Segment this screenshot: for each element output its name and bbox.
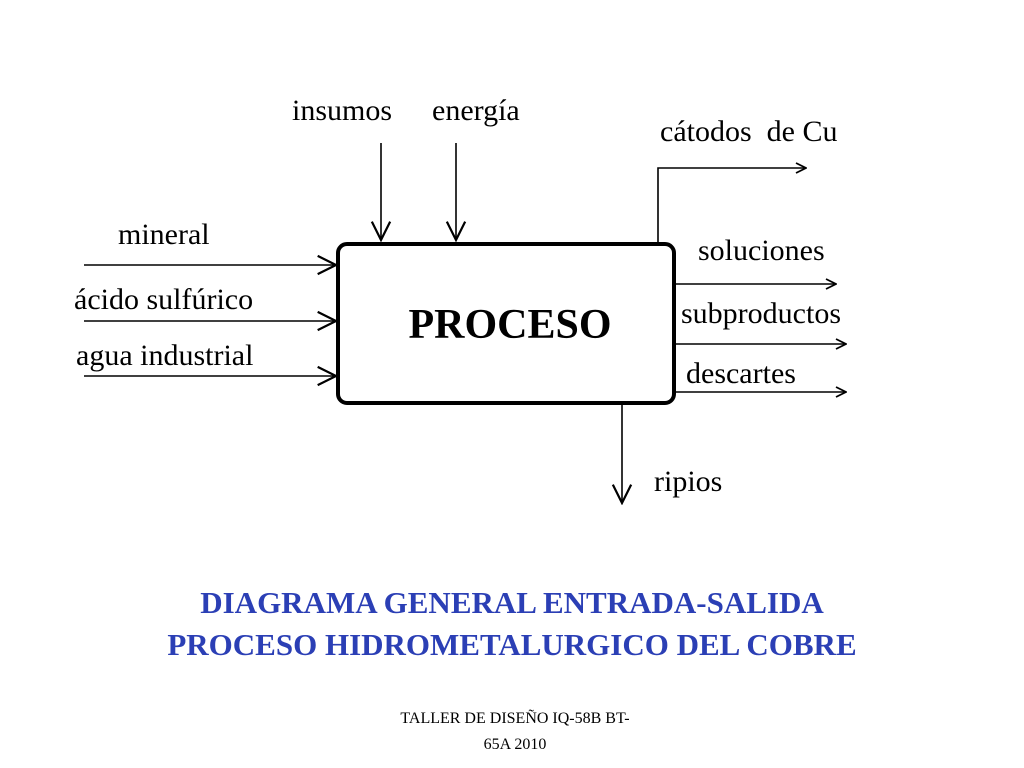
- slide-footer: TALLER DE DISEÑO IQ-58B BT- 65A 2010: [360, 706, 670, 758]
- process-label: PROCESO: [408, 302, 611, 348]
- caption-line-2: PROCESO HIDROMETALURGICO DEL COBRE: [167, 627, 857, 662]
- output-arrow-catodos: [657, 168, 806, 244]
- input-label-agua-industrial: agua industrial: [76, 339, 253, 372]
- output-label-catodos: cátodos de Cu: [660, 115, 837, 148]
- output-label-subproductos: subproductos: [681, 297, 841, 330]
- input-label-acido-sulfurico: ácido sulfúrico: [74, 283, 253, 316]
- input-label-mineral: mineral: [118, 218, 210, 251]
- footer-line-2: 65A 2010: [483, 736, 547, 753]
- input-label-insumos: insumos: [292, 94, 392, 127]
- output-label-descartes: descartes: [686, 357, 796, 390]
- input-label-energia: energía: [432, 94, 520, 127]
- footer-line-1: TALLER DE DISEÑO IQ-58B BT-: [400, 710, 630, 727]
- process-box: [336, 242, 676, 405]
- caption-line-1: DIAGRAMA GENERAL ENTRADA-SALIDA: [200, 585, 824, 620]
- output-label-soluciones: soluciones: [698, 234, 825, 267]
- output-label-ripios: ripios: [654, 465, 722, 498]
- diagram-caption: DIAGRAMA GENERAL ENTRADA-SALIDA PROCESO …: [0, 582, 1024, 666]
